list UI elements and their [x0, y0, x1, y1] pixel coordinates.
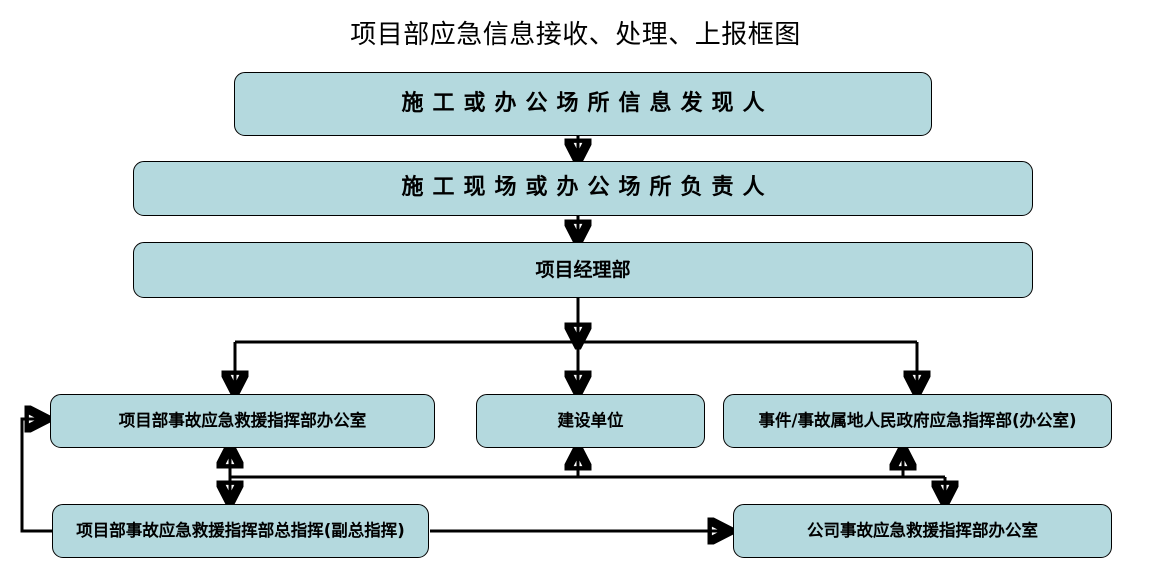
- node-construction-unit[interactable]: 建设单位: [476, 394, 705, 448]
- edge-n7-n4-left-loop: [20, 419, 52, 533]
- node-site-information-discoverer[interactable]: 施工或办公场所信息发现人: [234, 72, 932, 136]
- page-title: 项目部应急信息接收、处理、上报框图: [350, 20, 801, 50]
- node-project-management-department[interactable]: 项目经理部: [133, 242, 1033, 298]
- node-site-or-office-manager[interactable]: 施工现场或办公场所负责人: [133, 161, 1033, 216]
- node-company-emergency-rescue-command-office[interactable]: 公司事故应急救援指挥部办公室: [733, 504, 1112, 558]
- node-local-government-emergency-command[interactable]: 事件/事故属地人民政府应急指挥部(办公室): [723, 394, 1112, 448]
- node-project-emergency-rescue-command-office[interactable]: 项目部事故应急救援指挥部办公室: [50, 394, 435, 448]
- node-project-emergency-rescue-chief-commander[interactable]: 项目部事故应急救援指挥部总指挥(副总指挥): [52, 504, 429, 558]
